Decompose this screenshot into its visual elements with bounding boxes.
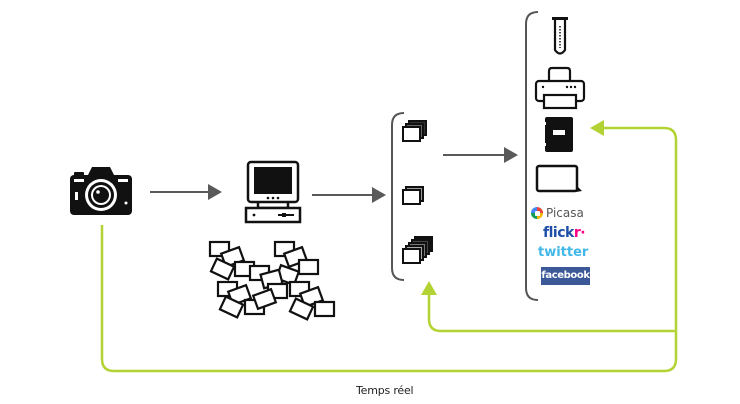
- flickr-dot: ·: [580, 225, 586, 241]
- twitter-logo: twitter: [538, 245, 589, 260]
- picasa-logo: Picasa: [531, 205, 584, 221]
- scattered-photo: [209, 257, 236, 281]
- arrow-camera-to-computer: [150, 184, 222, 200]
- photo-stack-small-icon: [402, 120, 427, 142]
- realtime-arrowhead-groups: [421, 281, 437, 295]
- bracket-photo-groups: [391, 112, 405, 281]
- arrow-computer-to-groups: [312, 187, 386, 203]
- tablet-icon: [535, 164, 582, 193]
- scattered-photo: [218, 295, 245, 319]
- flickr-r: r: [573, 225, 581, 241]
- scattered-photo: [297, 258, 320, 276]
- single-photo-icon: [402, 186, 424, 205]
- scattered-photos-icon: [208, 240, 336, 321]
- test-tube-icon: [552, 17, 568, 55]
- photo-stack-large-icon: [402, 236, 433, 264]
- arrow-groups-to-outputs: [443, 147, 518, 163]
- picasa-label: Picasa: [546, 206, 584, 220]
- realtime-caption: Temps réel: [356, 384, 414, 397]
- scattered-photo: [251, 287, 278, 311]
- printer-icon: [534, 66, 586, 110]
- realtime-loop-inner: [427, 292, 676, 333]
- computer-icon: [244, 160, 302, 224]
- facebook-logo: facebook: [541, 267, 590, 285]
- realtime-loop-outer: [100, 126, 678, 373]
- scattered-photo: [288, 297, 315, 321]
- scattered-photo: [313, 300, 336, 318]
- camera-icon: [70, 167, 132, 215]
- flickr-logo: flickr·: [543, 225, 586, 241]
- photo-book-icon: [544, 117, 573, 152]
- flickr-label: flick: [543, 225, 574, 241]
- bracket-outputs: [525, 11, 539, 301]
- realtime-arrowhead-outputs: [590, 120, 604, 136]
- picasa-icon: [531, 207, 543, 219]
